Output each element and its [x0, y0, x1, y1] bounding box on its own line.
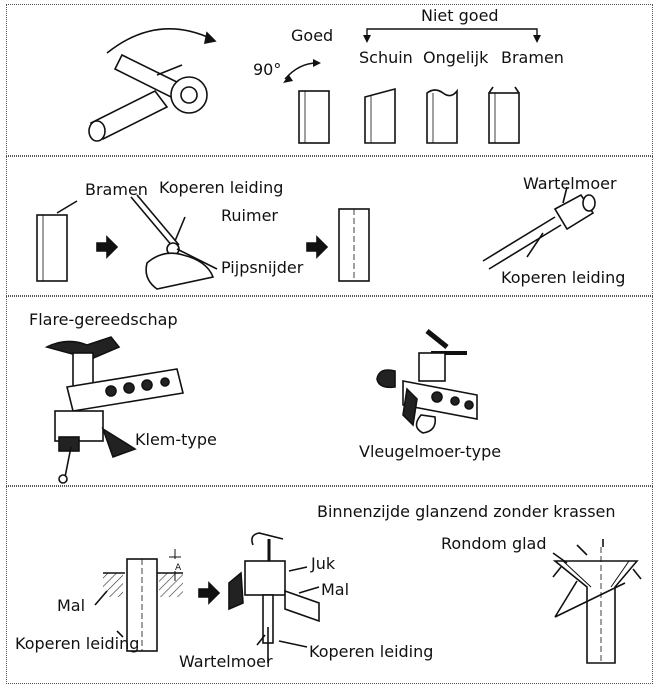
- deburring-illustration: [36, 186, 596, 290]
- defect-burr-label: Bramen: [501, 48, 564, 67]
- flare-tools-illustration: [44, 329, 478, 484]
- pipe-slanted: [364, 87, 396, 144]
- pipe-uneven: [426, 88, 458, 144]
- flaring-illustration: [94, 532, 642, 664]
- flare-nut-label: Wartelmoer: [523, 174, 617, 193]
- copper-pipe-label-2: Koperen leiding: [309, 642, 434, 661]
- flaring-tool-on-pipe: [228, 532, 320, 663]
- not-good-label: Niet goed: [421, 6, 499, 25]
- pipe-cutter-tool: [88, 28, 217, 142]
- wingnut-type-tool: [376, 329, 478, 434]
- clamp-type-label: Klem-type: [135, 430, 217, 449]
- angle-label: 90°: [253, 60, 282, 79]
- panel-flaring: A Mal Koperen leiding Juk Mal Wartelmoer…: [6, 486, 653, 684]
- die-label: Mal: [57, 596, 86, 615]
- copper-pipe-label: Koperen leiding: [159, 178, 284, 197]
- good-label: Goed: [291, 26, 334, 45]
- smooth-around-label: Rondom glad: [441, 534, 547, 553]
- pipe-with-burrs: [36, 214, 68, 282]
- dimension-label: A: [175, 563, 182, 573]
- panel-deburring: Bramen Koperen leiding Ruimer Pijpsnijde…: [6, 156, 653, 296]
- step-arrow-3: [198, 581, 221, 605]
- flare-nut-label: Wartelmoer: [179, 652, 273, 671]
- burr-label: Bramen: [85, 180, 148, 199]
- inside-shiny-label: Binnenzijde glanzend zonder krassen: [317, 502, 616, 521]
- defect-slanted-label: Schuin: [359, 48, 413, 67]
- flare-tool-label: Flare-gereedschap: [29, 310, 178, 329]
- cutting-illustration: [88, 28, 541, 144]
- not-good-bracket: [366, 28, 538, 35]
- wingnut-type-label: Vleugelmoer-type: [359, 442, 502, 461]
- yoke-label: Juk: [311, 554, 336, 573]
- panel-cutting-check: Goed 90° Niet goed Schuin Ongelijk Brame…: [6, 4, 653, 156]
- reamer-in-hand: [130, 194, 215, 290]
- pipe-with-flare-nut: [482, 193, 596, 270]
- step-arrow-2: [306, 235, 329, 259]
- copper-pipe-label-2: Koperen leiding: [501, 268, 626, 287]
- clamp-type-tool: [44, 336, 184, 484]
- pipe-burr: [488, 86, 520, 144]
- reamer-label: Ruimer: [221, 206, 278, 225]
- panel-flare-tools: Flare-gereedschap Klem-type Vleugelmoer-…: [6, 296, 653, 486]
- flared-pipe-end: [552, 547, 642, 664]
- copper-pipe-label: Koperen leiding: [15, 634, 140, 653]
- pipe-good: [298, 90, 330, 144]
- pipe-cutter-label: Pijpsnijder: [221, 258, 304, 277]
- defect-uneven-label: Ongelijk: [423, 48, 489, 67]
- die-cross-section: [103, 558, 183, 652]
- pipe-clean: [338, 208, 370, 282]
- step-arrow-1: [96, 235, 119, 259]
- die-label-2: Mal: [321, 580, 350, 599]
